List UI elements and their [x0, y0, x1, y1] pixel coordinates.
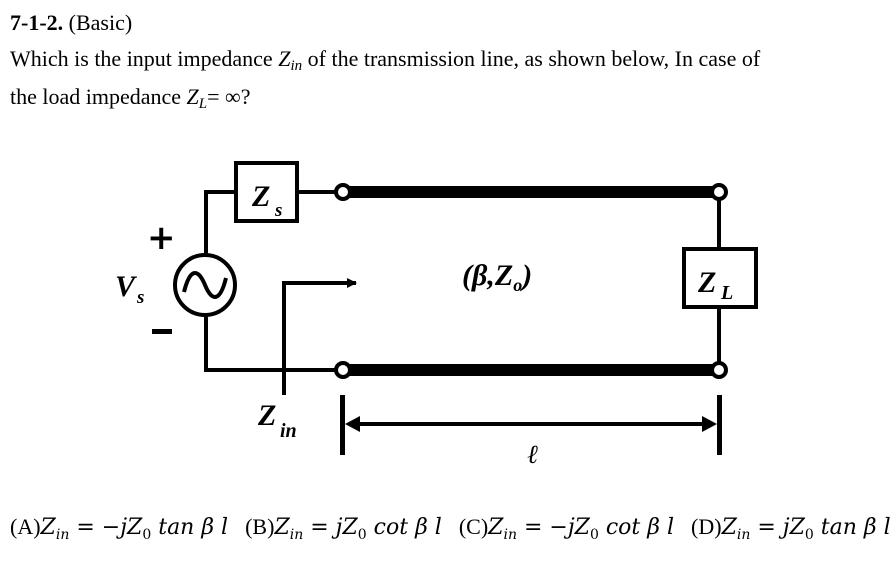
question-text: the load impedance [10, 84, 187, 109]
source-impedance-sub: s [274, 200, 282, 221]
dimension-arrow-right [702, 416, 717, 432]
length-label: ℓ [527, 440, 538, 470]
sine-wave-icon [182, 271, 228, 299]
source-voltage-sub: s [136, 287, 144, 308]
option-d[interactable]: (D)Zin = jZ0 tan β l [691, 514, 891, 543]
zl-subscript: L [198, 96, 208, 112]
line-parameters-label: (β,Zo) [462, 259, 532, 295]
zl-symbol: Z [186, 84, 199, 109]
load-terminal-bottom [710, 361, 728, 379]
question-text-line-2: the load impedance ZL= ∞? [10, 84, 251, 113]
dimension-tick-right [717, 395, 722, 455]
source-impedance-box [234, 161, 299, 223]
line-params-close: ) [519, 259, 532, 292]
option-a[interactable]: (A)Zin = −jZ0 tan β l [10, 514, 229, 543]
source-voltage-label: V [115, 270, 138, 303]
input-impedance-arrow [282, 278, 357, 395]
load-terminal-top [710, 183, 728, 201]
option-c[interactable]: (C)Zin = −jZ0 cot β l [458, 514, 675, 543]
question-text-line-1: Which is the input impedance Zin of the … [10, 46, 760, 75]
source-top-wire [204, 190, 234, 255]
minus-sign [152, 329, 172, 334]
dimension-arrow-left [345, 416, 360, 432]
question-level: (Basic) [68, 10, 133, 35]
load-impedance-box [682, 247, 758, 309]
option-b[interactable]: (B)Zin = jZ0 cot β l [245, 514, 442, 543]
input-impedance-label: Z [257, 399, 276, 432]
load-impedance-label: Z [697, 266, 716, 299]
source-impedance-label: Z [251, 180, 270, 213]
input-impedance-sub: in [280, 420, 297, 442]
tline-top-conductor [346, 186, 715, 198]
zin-symbol: Z [278, 46, 291, 71]
input-terminal-bottom [334, 361, 352, 379]
source-bottom-wire [204, 315, 340, 372]
answer-options: (A)Zin = −jZ0 tan β l (B)Zin = jZ0 cot β… [10, 514, 895, 543]
question-text: Which is the input impedance [10, 46, 279, 71]
dimension-tick-left [340, 395, 345, 455]
line-params-sub: o [513, 275, 522, 295]
question-text: of the transmission line, as shown below… [302, 46, 761, 71]
question-text: = ∞? [207, 84, 251, 109]
zin-subscript: in [290, 58, 303, 74]
question-header: 7-1-2. (Basic) [10, 10, 132, 36]
line-params-text: (β,Z [462, 259, 513, 292]
tline-bottom-conductor [346, 364, 715, 376]
question-number: 7-1-2. [10, 10, 64, 35]
plus-sign: + [147, 218, 176, 258]
load-impedance-sub: L [720, 282, 733, 304]
input-terminal-top [334, 183, 352, 201]
